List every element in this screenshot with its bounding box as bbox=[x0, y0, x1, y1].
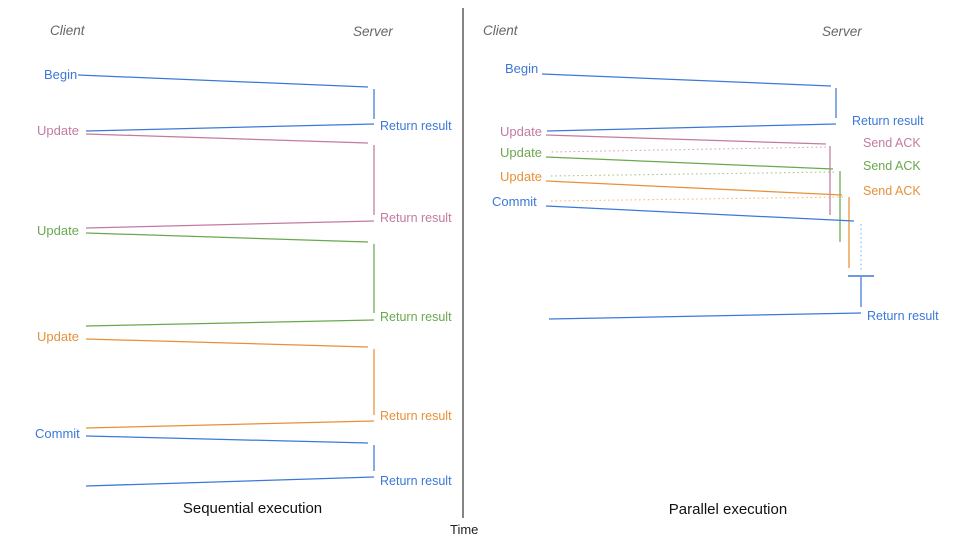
time-axis-label: Time bbox=[450, 522, 479, 537]
response-arrow bbox=[85, 123, 375, 132]
sequential-update1-message bbox=[85, 133, 375, 229]
parallel-server-header: Server bbox=[822, 24, 862, 39]
sequential-commit-message bbox=[85, 435, 375, 487]
request-arrow bbox=[85, 232, 369, 243]
response-arrow bbox=[546, 123, 837, 132]
parallel-update2-message bbox=[545, 156, 841, 242]
request-arrow bbox=[77, 74, 369, 88]
parallel-panel-title: Parallel execution bbox=[668, 501, 788, 518]
parallel-send-ack-1: Send ACK bbox=[863, 136, 921, 150]
request-arrow bbox=[545, 180, 843, 196]
parallel-send-ack-2: Send ACK bbox=[863, 159, 921, 173]
request-arrow bbox=[541, 73, 832, 87]
sequential-return-result-3: Return result bbox=[380, 310, 452, 324]
parallel-commit-label: Commit bbox=[492, 194, 537, 209]
parallel-update3-message bbox=[545, 180, 850, 268]
ack-response-dashed-arrow bbox=[549, 146, 827, 153]
sequential-update2-label: Update bbox=[37, 223, 79, 238]
sequential-update3-message bbox=[85, 338, 375, 429]
ack-response-dashed-arrow bbox=[549, 196, 844, 202]
parallel-update2-label: Update bbox=[500, 145, 542, 160]
sequential-return-result-2: Return result bbox=[380, 211, 452, 225]
sequential-return-result-1: Return result bbox=[380, 119, 452, 133]
sequential-return-result-4: Return result bbox=[380, 409, 452, 423]
sequential-client-header: Client bbox=[50, 23, 85, 38]
request-arrow bbox=[545, 156, 834, 170]
response-arrow bbox=[85, 319, 375, 327]
sequential-panel-title: Sequential execution bbox=[182, 500, 323, 517]
sequential-update1-label: Update bbox=[37, 123, 79, 138]
sequential-server-header: Server bbox=[353, 24, 393, 39]
parallel-return-result-1: Return result bbox=[852, 114, 924, 128]
request-arrow bbox=[545, 134, 827, 145]
response-arrow bbox=[85, 420, 375, 429]
request-arrow bbox=[85, 338, 369, 348]
parallel-commit-message bbox=[545, 205, 874, 320]
sequential-update3-label: Update bbox=[37, 329, 79, 344]
parallel-update1-message bbox=[545, 134, 831, 215]
sequential-begin-message bbox=[77, 74, 375, 132]
request-arrow bbox=[85, 133, 369, 144]
parallel-begin-label: Begin bbox=[505, 61, 539, 76]
sequential-begin-label: Begin bbox=[44, 67, 78, 82]
request-arrow bbox=[85, 435, 369, 444]
parallel-update3-label: Update bbox=[500, 169, 542, 184]
response-arrow bbox=[548, 312, 862, 320]
response-arrow bbox=[85, 220, 375, 229]
parallel-send-ack-3: Send ACK bbox=[863, 184, 921, 198]
response-arrow bbox=[85, 476, 375, 487]
sequential-return-result-5: Return result bbox=[380, 474, 452, 488]
request-arrow bbox=[545, 205, 855, 222]
sequential-update2-message bbox=[85, 232, 375, 327]
parallel-begin-message bbox=[541, 73, 837, 132]
sequential-commit-label: Commit bbox=[35, 426, 80, 441]
parallel-return-result-final: Return result bbox=[867, 309, 939, 323]
ack-response-dashed-arrow bbox=[549, 171, 835, 177]
parallel-client-header: Client bbox=[483, 23, 518, 38]
parallel-update1-label: Update bbox=[500, 124, 542, 139]
